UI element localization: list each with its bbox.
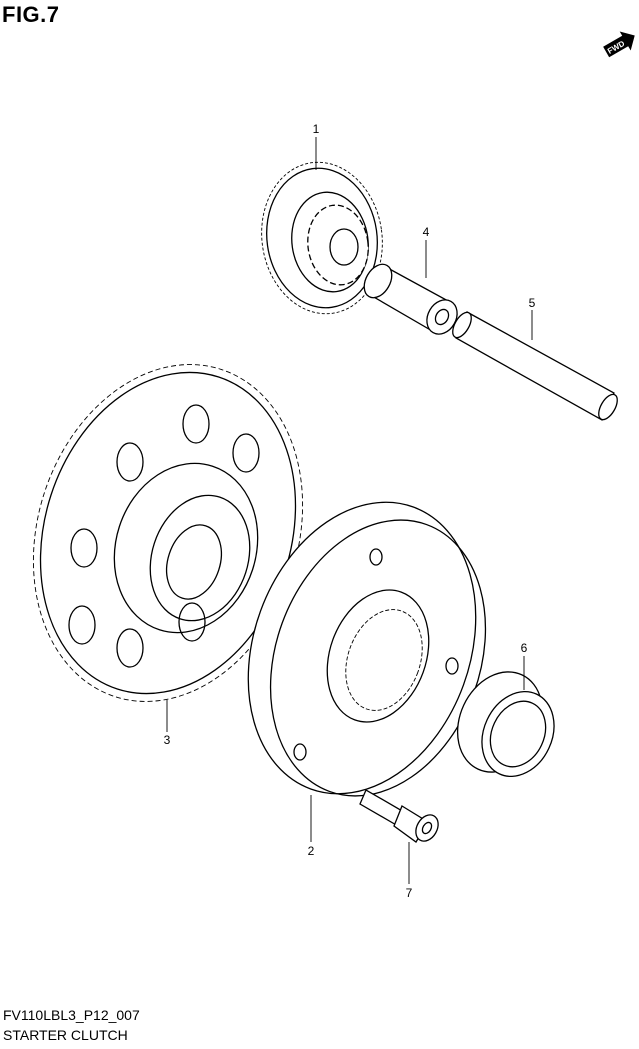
figure-code: FV110LBL3_P12_007 — [3, 1007, 140, 1023]
part-5-shaft — [452, 311, 618, 421]
callout-1: 1 — [313, 122, 320, 136]
figure-name: STARTER CLUTCH — [3, 1027, 128, 1043]
callout-3: 3 — [164, 733, 171, 747]
part-1-idle-gear — [261, 161, 383, 315]
part-6-needle-bearing — [456, 671, 555, 778]
callout-6: 6 — [521, 641, 528, 655]
part-7-bolt — [359, 789, 439, 843]
callout-4: 4 — [423, 225, 430, 239]
callout-2: 2 — [308, 844, 315, 858]
leader-lines — [166, 137, 533, 884]
part-4-bushing — [363, 263, 458, 335]
fwd-arrow-icon: FWD — [603, 31, 635, 58]
part-2-clutch-housing — [247, 501, 487, 797]
part-3-driven-gear — [32, 364, 304, 702]
callout-5: 5 — [529, 296, 536, 310]
callout-7: 7 — [406, 886, 413, 900]
figure-title: FIG.7 — [2, 2, 60, 27]
